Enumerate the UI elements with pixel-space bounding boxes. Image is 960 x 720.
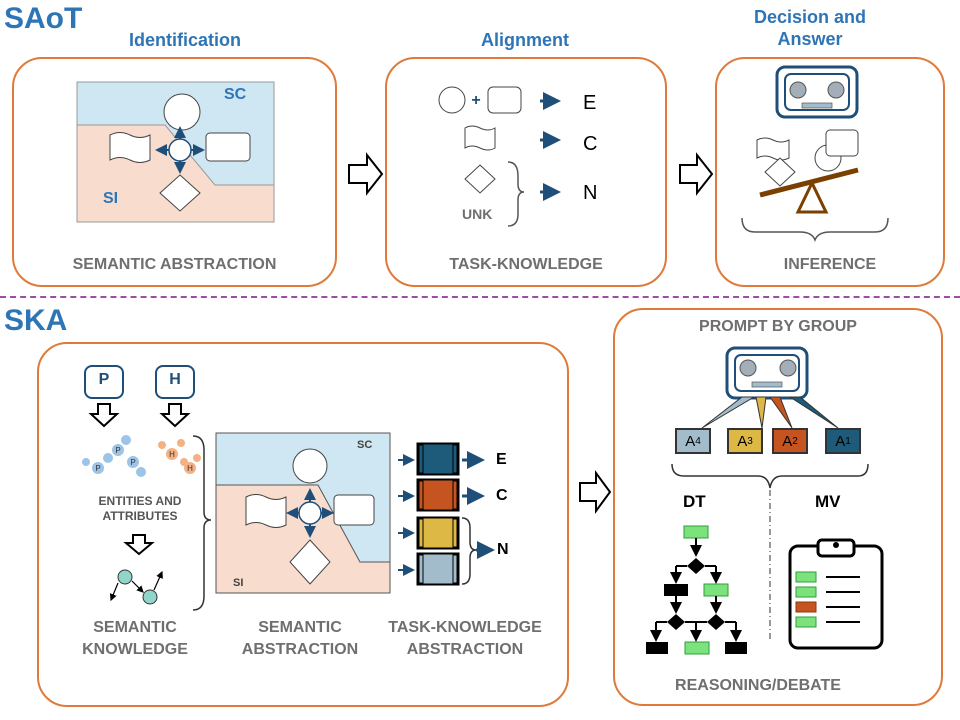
label-e-top: E: [583, 92, 597, 114]
decision-heading-line2: Answer: [777, 29, 843, 49]
semantic-knowledge-line2: KNOWLEDGE: [82, 641, 188, 658]
inference-caption: INFERENCE: [783, 256, 877, 273]
flow-arrow-3: [579, 469, 612, 515]
saot-title: SAoT: [4, 2, 83, 35]
si-label-bottom: SI: [233, 577, 244, 589]
svg-text:P: P: [95, 464, 100, 473]
semantic-knowledge-caption: SEMANTIC KNOWLEDGE: [60, 617, 210, 661]
task-knowledge-abstraction-caption: TASK-KNOWLEDGE ABSTRACTION: [375, 617, 555, 661]
speech-tails: [701, 396, 839, 429]
agent-a2-sub: 2: [792, 435, 798, 447]
balance-scale-icon: [741, 129, 889, 243]
svg-text:P: P: [130, 458, 135, 467]
task-block-n: [398, 516, 495, 586]
alignment-graphic: +: [438, 86, 561, 227]
alignment-panel: [385, 57, 667, 287]
semantic-abstraction-line2: ABSTRACTION: [241, 641, 359, 658]
dt-label: DT: [683, 492, 706, 511]
ska-title: SKA: [4, 304, 68, 337]
agent-a4-sub: 4: [695, 435, 701, 447]
task-knowledge-line1: TASK-KNOWLEDGE: [388, 619, 542, 636]
si-label-top: SI: [103, 190, 119, 207]
label-n-top: N: [583, 182, 598, 204]
p-entities-cluster: P P P: [82, 435, 146, 477]
reasoning-debate-caption: REASONING/DEBATE: [675, 677, 841, 694]
sc-si-region-top: [76, 81, 275, 223]
p-label: P: [98, 371, 110, 388]
sc-label-bottom: SC: [357, 439, 373, 451]
task-block-c: [398, 478, 485, 512]
svg-text:+: +: [471, 92, 480, 109]
mv-label: MV: [815, 492, 841, 511]
agent-a3-base: A: [737, 432, 748, 450]
label-n-bottom: N: [497, 541, 509, 558]
agent-a1-base: A: [835, 432, 846, 450]
semantic-abstraction-line1: SEMANTIC: [258, 619, 342, 636]
down-arrow-p: [88, 403, 120, 428]
down-arrow-h: [159, 403, 191, 428]
svg-text:H: H: [169, 450, 175, 459]
h-entities-cluster: H H: [158, 439, 201, 474]
robot-icon-top: [775, 65, 859, 119]
section-separator: [0, 296, 960, 298]
h-label: H: [169, 371, 181, 388]
label-e-bottom: E: [496, 451, 507, 468]
decision-heading: Decision and Answer: [730, 6, 890, 50]
sc-label-top: SC: [224, 86, 247, 103]
svg-text:P: P: [115, 446, 120, 455]
sc-si-region-bottom: [215, 432, 391, 594]
semantic-abstraction-caption: SEMANTIC ABSTRACTION: [72, 256, 277, 273]
flow-arrow-1: [348, 152, 384, 196]
label-c-top: C: [583, 133, 598, 155]
unk-label: UNK: [462, 206, 493, 222]
semantic-abstraction-caption-bottom: SEMANTIC ABSTRACTION: [225, 617, 375, 661]
label-c-bottom: C: [496, 487, 508, 504]
task-block-e: [398, 442, 485, 476]
entities-line2: ATTRIBUTES: [102, 509, 178, 523]
down-arrow-entities: [123, 534, 155, 556]
task-knowledge-caption: TASK-KNOWLEDGE: [449, 256, 603, 273]
decision-heading-line1: Decision and: [753, 7, 867, 27]
left-brace: [192, 435, 212, 611]
prompt-by-group-heading: PROMPT BY GROUP: [699, 318, 857, 335]
clipboard-icon: [788, 538, 884, 650]
entities-attributes-label: ENTITIES AND ATTRIBUTES: [70, 494, 210, 524]
agent-a3-sub: 3: [747, 435, 753, 447]
identification-heading: Identification: [129, 30, 241, 50]
p-box: [84, 365, 124, 399]
agent-a2-base: A: [782, 432, 793, 450]
h-box: [155, 365, 195, 399]
entities-line1: ENTITIES AND: [98, 494, 182, 508]
agents-brace: [671, 463, 869, 489]
agent-a4-base: A: [685, 432, 696, 450]
decision-tree-icon: [646, 525, 747, 655]
alignment-heading: Alignment: [481, 30, 569, 50]
task-knowledge-line2: ABSTRACTION: [406, 641, 524, 658]
knowledge-graph-icon: [109, 569, 163, 605]
svg-text:H: H: [187, 464, 193, 473]
agent-a1-sub: 1: [845, 435, 851, 447]
robot-icon-bottom: [725, 346, 809, 400]
semantic-knowledge-line1: SEMANTIC: [93, 619, 177, 636]
flow-arrow-2: [679, 152, 714, 196]
